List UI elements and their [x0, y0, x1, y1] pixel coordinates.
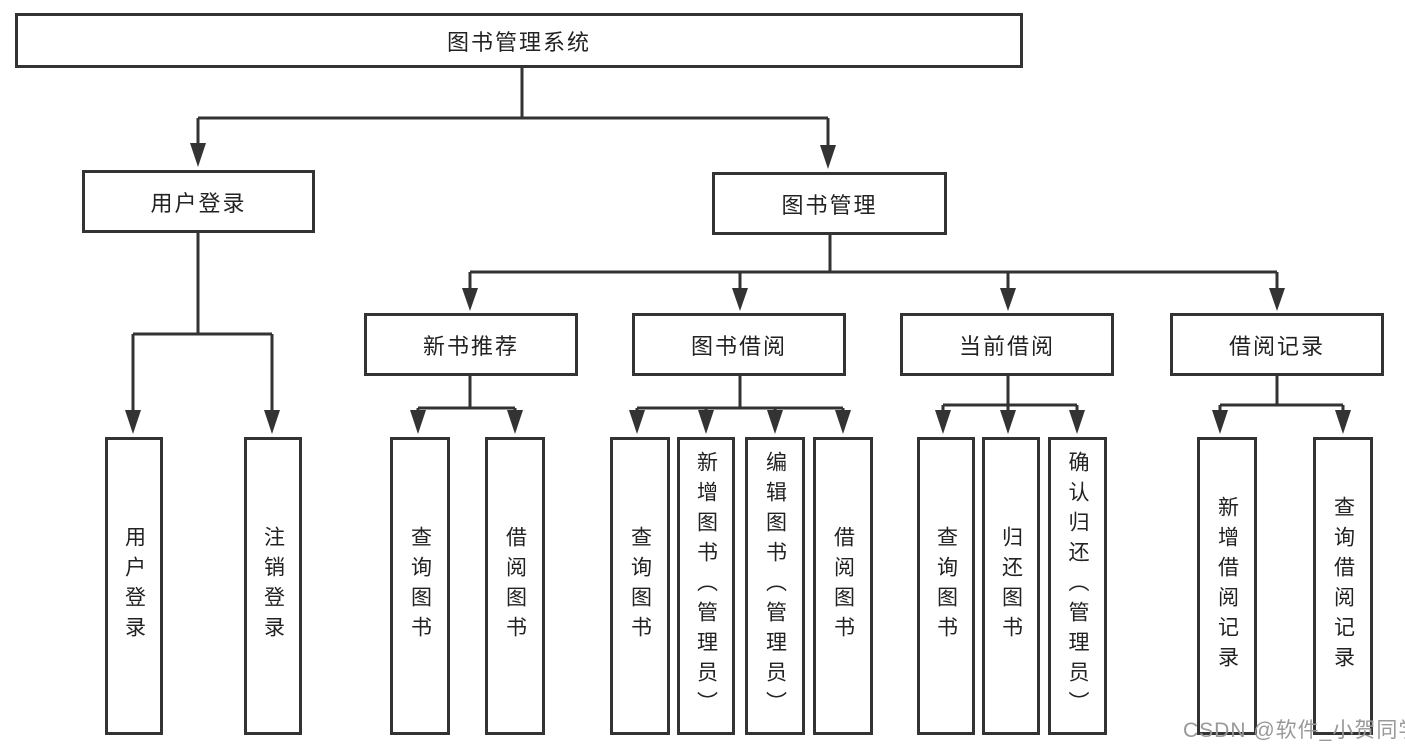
leaf-query-borrow-record-label: 查询借阅记录 — [1331, 496, 1355, 676]
leaf-query-books-borrowing-label: 查询图书 — [628, 526, 652, 646]
leaf-edit-book-admin: 编辑图书（管理员） — [745, 437, 805, 735]
connector-current-borrowing-to-leaves — [935, 376, 1085, 434]
leaf-confirm-return-admin: 确认归还（管理员） — [1048, 437, 1107, 735]
node-book-borrowing-label: 图书借阅 — [690, 333, 787, 359]
leaf-query-books-current-label: 查询图书 — [934, 526, 958, 646]
node-user-login-label: 用户登录 — [150, 190, 247, 216]
node-book-management: 图书管理 — [712, 172, 947, 235]
leaf-logout: 注销登录 — [244, 437, 302, 735]
leaf-confirm-return-admin-label: 确认归还（管理员） — [1066, 451, 1089, 721]
leaf-edit-book-admin-label: 编辑图书（管理员） — [763, 451, 787, 721]
leaf-borrow-books-recommend-label: 借阅图书 — [503, 526, 527, 646]
leaf-borrow-books-recommend: 借阅图书 — [485, 437, 545, 735]
csdn-watermark: CSDN @软件_小贺同学 — [1183, 719, 1405, 742]
connector-book-management-to-level3 — [462, 235, 1285, 311]
node-user-login: 用户登录 — [82, 170, 315, 233]
leaf-return-books-label: 归还图书 — [999, 526, 1023, 646]
node-borrowing-records-label: 借阅记录 — [1228, 333, 1325, 359]
connector-user-login-to-leaves — [125, 233, 280, 434]
connector-borrow-records-to-leaves — [1212, 376, 1351, 434]
leaf-return-books: 归还图书 — [982, 437, 1040, 735]
leaf-query-books-borrowing: 查询图书 — [610, 437, 670, 735]
leaf-logout-label: 注销登录 — [261, 526, 285, 646]
node-current-borrowing: 当前借阅 — [900, 313, 1114, 376]
leaf-query-books-current: 查询图书 — [917, 437, 975, 735]
node-root-label: 图书管理系统 — [446, 29, 591, 55]
leaf-add-book-admin-label: 新增图书（管理员） — [694, 451, 718, 721]
node-book-management-label: 图书管理 — [781, 192, 878, 218]
connector-new-book-to-leaves — [410, 376, 523, 434]
leaf-query-borrow-record: 查询借阅记录 — [1313, 437, 1373, 735]
leaf-borrow-books-borrowing: 借阅图书 — [813, 437, 873, 735]
node-current-borrowing-label: 当前借阅 — [958, 333, 1055, 359]
connector-root-to-level2 — [190, 68, 836, 169]
leaf-add-book-admin: 新增图书（管理员） — [677, 437, 735, 735]
leaf-query-books-recommend: 查询图书 — [390, 437, 450, 735]
connector-book-borrowing-to-leaves — [629, 376, 851, 434]
leaf-user-login: 用户登录 — [105, 437, 163, 735]
node-root-system: 图书管理系统 — [15, 13, 1023, 68]
leaf-add-borrow-record: 新增借阅记录 — [1197, 437, 1257, 735]
node-new-book-recommendation-label: 新书推荐 — [422, 333, 519, 359]
node-new-book-recommendation: 新书推荐 — [364, 313, 578, 376]
leaf-query-books-recommend-label: 查询图书 — [408, 526, 432, 646]
leaf-add-borrow-record-label: 新增借阅记录 — [1215, 496, 1239, 676]
leaf-user-login-label: 用户登录 — [122, 526, 146, 646]
node-book-borrowing: 图书借阅 — [632, 313, 846, 376]
leaf-borrow-books-borrowing-label: 借阅图书 — [831, 526, 855, 646]
node-borrowing-records: 借阅记录 — [1170, 313, 1384, 376]
